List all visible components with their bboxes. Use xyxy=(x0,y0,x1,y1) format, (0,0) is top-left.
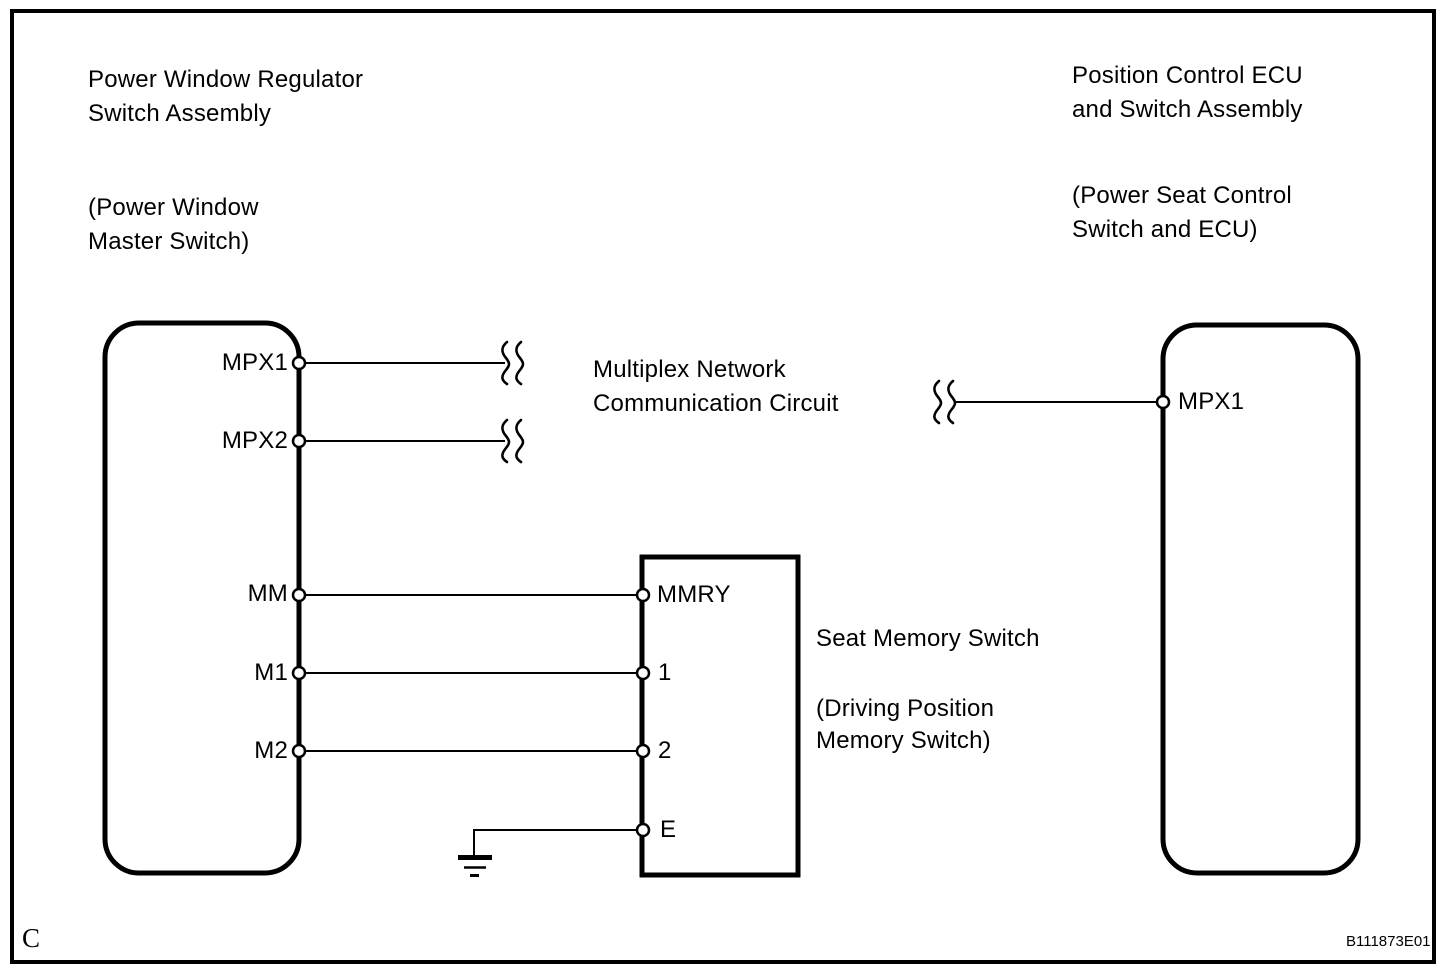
pin-label-left-m2: M2 xyxy=(254,737,288,764)
wire-break-icon xyxy=(501,340,525,386)
pin-label-left-m1: M1 xyxy=(254,659,288,686)
right-component-title: Position Control ECU and Switch Assembly xyxy=(1072,62,1303,123)
pin-mem-2 xyxy=(635,743,651,759)
connector-pins xyxy=(291,355,1171,838)
bus-label: Multiplex Network Communication Circuit xyxy=(593,356,839,417)
pin-label-mem-1: 1 xyxy=(658,659,672,686)
wire-e-ground xyxy=(473,829,643,855)
pin-label-right-mpx1: MPX1 xyxy=(1178,388,1245,415)
pin-label-mem-mmry: MMRY xyxy=(657,581,731,608)
left-component-title: Power Window Regulator Switch Assembly xyxy=(88,66,364,127)
diagram-border xyxy=(10,9,1436,964)
right-component-outline xyxy=(1160,322,1361,876)
pin-left-mpx1 xyxy=(291,355,307,371)
pin-label-left-mm: MM xyxy=(247,580,288,607)
pin-left-mpx2 xyxy=(291,433,307,449)
wire-break-icon xyxy=(933,379,957,425)
wire-break-icon xyxy=(501,418,525,464)
pin-left-m1 xyxy=(291,665,307,681)
pin-label-mem-e: E xyxy=(660,816,677,843)
memory-switch-outline xyxy=(639,554,801,878)
section-label: C xyxy=(22,923,41,953)
ground-icon xyxy=(458,855,492,877)
pin-left-m2 xyxy=(291,743,307,759)
pin-mem-e xyxy=(635,822,651,838)
pin-right-mpx1 xyxy=(1155,394,1171,410)
pin-label-left-mpx1: MPX1 xyxy=(221,349,288,376)
pin-label-left-mpx2: MPX2 xyxy=(221,427,288,454)
pin-mem-1 xyxy=(635,665,651,681)
memory-switch-subtitle: (Driving Position Memory Switch) xyxy=(816,695,995,754)
pin-left-mm xyxy=(291,587,307,603)
pin-label-mem-2: 2 xyxy=(658,737,672,764)
memory-switch-title: Seat Memory Switch xyxy=(816,625,1040,652)
right-component-subtitle: (Power Seat Control Switch and ECU) xyxy=(1072,182,1292,243)
left-component-subtitle: (Power Window Master Switch) xyxy=(88,194,259,255)
pin-mem-mmry xyxy=(635,587,651,603)
figure-code: B111873E01 xyxy=(1346,933,1431,950)
